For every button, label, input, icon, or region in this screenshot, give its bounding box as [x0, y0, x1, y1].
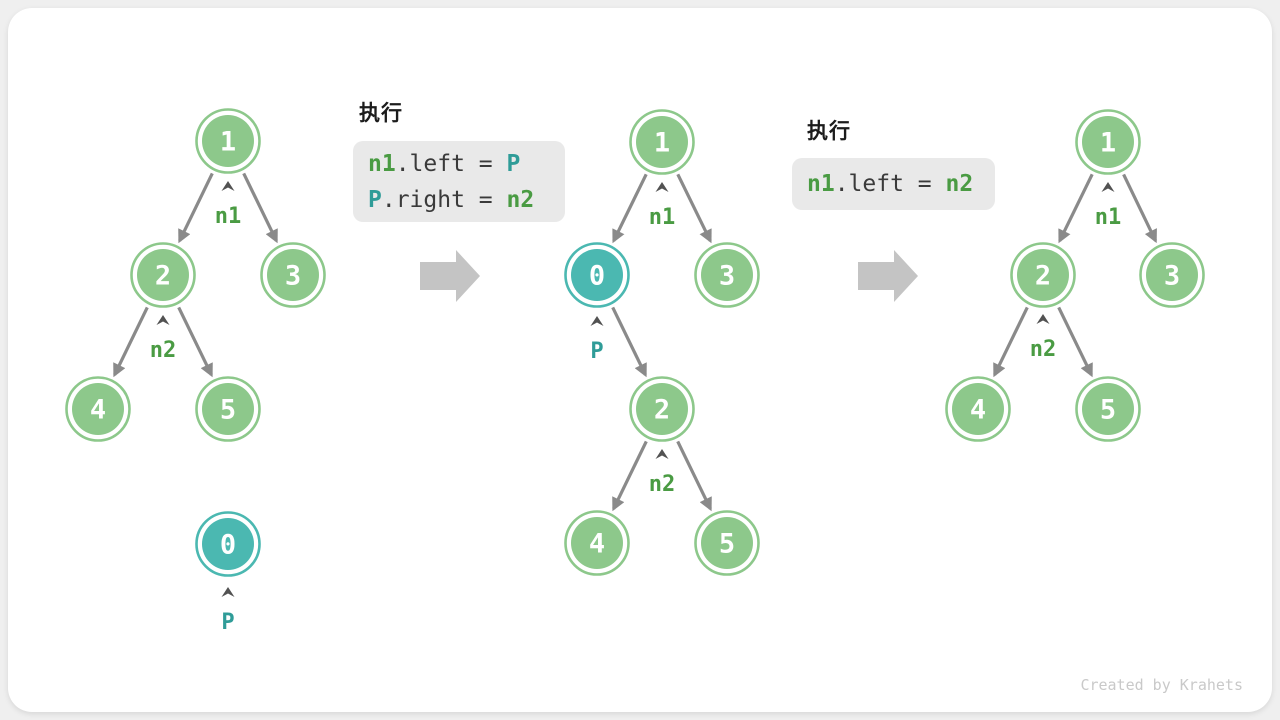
tree-node-value: 4: [970, 395, 986, 426]
tree-node: [636, 383, 688, 435]
code-line: n1.left = P: [368, 146, 565, 182]
tree-node: [1017, 249, 1069, 301]
tree-edge: [1057, 306, 1093, 378]
pointer-label: P: [590, 339, 603, 364]
tree-node: [72, 383, 124, 435]
tree-node: [952, 383, 1004, 435]
tree-edge: [612, 440, 648, 512]
tree-node: [202, 115, 254, 167]
tree-node-value: 1: [654, 128, 670, 159]
pointer-label: n1: [1095, 205, 1122, 230]
tree-node: [1146, 249, 1198, 301]
tree-edge: [113, 306, 149, 378]
tree-node: [1082, 116, 1134, 168]
tree-edge: [1122, 173, 1157, 244]
tree-node: [701, 517, 753, 569]
tree-edge: [676, 440, 712, 512]
code-token: P: [368, 186, 382, 213]
tree-before-insert: 1 2 3 4 5 0 n1 n2P: [65, 108, 326, 635]
tree-node-value: 2: [155, 261, 171, 292]
tree-edge: [612, 173, 648, 244]
tree-node: [571, 249, 623, 301]
pointer-caret-icon: [1036, 314, 1050, 324]
execute-label-1: 执行: [359, 102, 403, 125]
tree-node: [202, 518, 254, 570]
code-token: n2: [506, 186, 535, 213]
pointer-caret-icon: [1101, 182, 1115, 192]
pointer-caret-icon: [156, 315, 170, 325]
code-line: n1.left = n2: [807, 166, 995, 202]
tree-node: [137, 249, 189, 301]
pointer-label: n2: [150, 338, 177, 363]
tree-node-value: 0: [589, 261, 605, 292]
tree-node-value: 2: [1035, 261, 1051, 292]
code-token: n1: [368, 150, 396, 177]
tree-node-value: 3: [1164, 261, 1180, 292]
tree-edge: [177, 306, 213, 378]
tree-node-value: 2: [654, 395, 670, 426]
code-token: P: [506, 150, 521, 177]
tree-node: [202, 383, 254, 435]
tree-edge: [611, 306, 647, 378]
pointer-caret-icon: [655, 449, 669, 459]
tree-node-value: 3: [719, 261, 735, 292]
tree-edge: [993, 306, 1029, 378]
pointer-label: n2: [1030, 337, 1057, 362]
credit-text: Created by Krahets: [1080, 676, 1243, 694]
tree-node-value: 3: [285, 261, 301, 292]
code-step-2: n1.left = n2: [792, 158, 995, 210]
tree-node-value: 5: [719, 529, 735, 560]
tree-node-value: 0: [220, 530, 236, 561]
pointer-caret-icon: [655, 182, 669, 192]
pointer-label: n1: [215, 204, 242, 229]
code-token: .right =: [381, 186, 507, 213]
tree-edge: [178, 172, 214, 244]
tree-after-remove: 1 2 3 4 5 n1 n2: [945, 109, 1205, 442]
tree-node: [267, 249, 319, 301]
code-token: n1: [807, 171, 835, 197]
tree-node-value: 5: [1100, 395, 1116, 426]
tree-node-value: 1: [1100, 128, 1116, 159]
pointer-caret-icon: [221, 587, 235, 597]
tree-node: [636, 116, 688, 168]
tree-node-value: 4: [589, 529, 605, 560]
pointer-caret-icon: [590, 316, 604, 326]
tree-node-value: 1: [220, 127, 236, 158]
tree-edge: [676, 173, 712, 244]
code-token: .left =: [834, 171, 946, 197]
pointer-label: P: [221, 610, 234, 635]
block-arrow-icon: [858, 250, 918, 302]
tree-node-value: 4: [90, 395, 106, 426]
pointer-label: n2: [649, 472, 676, 497]
code-token: .left =: [395, 150, 507, 177]
pointer-caret-icon: [221, 181, 235, 191]
tree-node: [1082, 383, 1134, 435]
tree-node: [571, 517, 623, 569]
pointer-label: n1: [649, 205, 676, 230]
tree-edge: [1058, 173, 1094, 244]
code-line: P.right = n2: [368, 182, 565, 218]
tree-node-value: 5: [220, 395, 236, 426]
code-token: n2: [945, 171, 974, 197]
tree-edge: [242, 172, 278, 244]
execute-label-2: 执行: [807, 120, 851, 143]
tree-node: [701, 249, 753, 301]
block-arrow-icon: [420, 250, 480, 302]
